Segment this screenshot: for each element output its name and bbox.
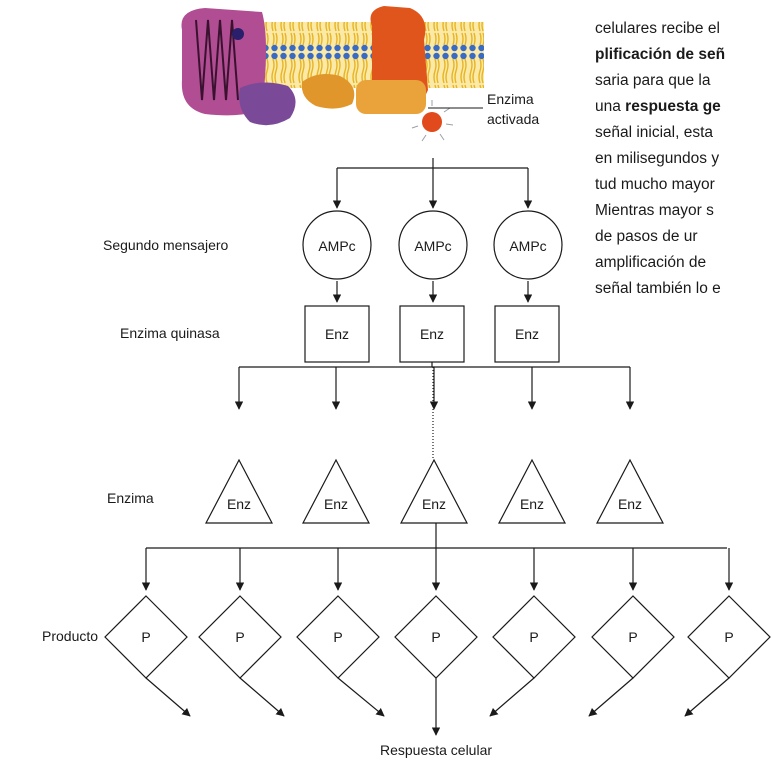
side-text-line: una respuesta ge [595, 98, 721, 115]
side-text-line: saria para que la [595, 72, 711, 89]
flow-arrow [239, 677, 285, 717]
kinase-square [494, 305, 560, 363]
side-text-line: Mientras mayor s [595, 202, 714, 219]
row-label-enzyme: Enzima [107, 490, 154, 506]
flow-arrow [684, 677, 730, 717]
node-label: AMPc [414, 238, 451, 254]
enzyme-activated-label-line2: activada [487, 111, 539, 127]
node-label: Enz [520, 496, 544, 512]
row-label-second-messenger: Segundo mensajero [103, 237, 229, 253]
node-label: Enz [227, 496, 251, 512]
side-text-line: en milisegundos y [595, 150, 720, 167]
g-protein [301, 74, 355, 109]
ligand-icon [232, 28, 244, 40]
side-text-line: tud mucho mayor [595, 176, 715, 193]
node-label: P [529, 629, 538, 645]
enzyme-triangle [302, 458, 370, 524]
flow-arrow [489, 677, 535, 717]
node-label: P [333, 629, 342, 645]
flow-arrow [145, 677, 191, 717]
enzyme-triangle [596, 458, 664, 524]
node-label: Enz [420, 326, 444, 342]
node-label: Enz [618, 496, 642, 512]
node-label: AMPc [509, 238, 546, 254]
node-label: P [141, 629, 150, 645]
cell-response-label: Respuesta celular [380, 742, 492, 758]
second-messenger-nodes: AMPc AMPc AMPc [302, 168, 563, 303]
side-text-line: amplificación de [595, 254, 707, 271]
second-messenger-circle [302, 210, 372, 280]
enzyme-triangle [400, 458, 468, 524]
side-text-line: de pasos de ur [595, 228, 698, 245]
enzyme-triangle [498, 458, 566, 524]
node-label: Enz [422, 496, 446, 512]
node-label: P [724, 629, 733, 645]
kinase-square [304, 305, 370, 363]
flow-arrow [337, 677, 385, 717]
node-label: Enz [515, 326, 539, 342]
receptor-protein [181, 8, 296, 126]
row-label-kinase: Enzima quinasa [120, 325, 220, 341]
node-label: AMPc [318, 238, 355, 254]
effector-enzyme [356, 6, 454, 142]
second-messenger-circle [398, 210, 468, 280]
enzyme-triangle [205, 458, 273, 524]
enzyme-activated-label-line1: Enzima [487, 91, 534, 107]
activated-enzyme-icon [422, 112, 442, 132]
node-label: P [628, 629, 637, 645]
response-arrows [145, 677, 730, 736]
second-messenger-circle [493, 210, 563, 280]
side-text-line: plificación de señ [595, 46, 726, 63]
node-label: P [431, 629, 440, 645]
side-text-column: celulares recibe el plificación de señ s… [595, 16, 772, 302]
flow-arrow [588, 677, 634, 717]
node-label: P [235, 629, 244, 645]
kinase-square [399, 305, 465, 363]
cell-membrane-illustration: Enzima activada [181, 6, 539, 142]
kinase-nodes: Enz Enz Enz [304, 305, 560, 363]
side-text-line: señal también lo e [595, 280, 721, 297]
node-label: Enz [325, 326, 349, 342]
enzyme-nodes: Enz Enz Enz Enz Enz [205, 367, 664, 524]
node-label: Enz [324, 496, 348, 512]
side-text-line: celulares recibe el [595, 20, 720, 37]
side-text-line: señal inicial, esta [595, 124, 714, 141]
row-label-product: Producto [42, 628, 98, 644]
